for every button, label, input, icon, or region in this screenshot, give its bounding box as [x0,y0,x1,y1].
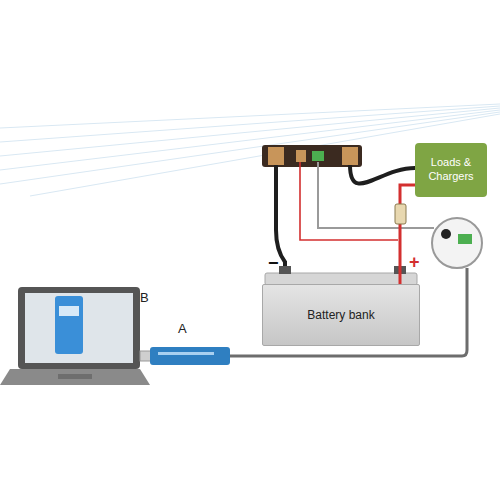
monitor-knob [441,229,451,239]
shunt-connector [312,151,324,161]
negative-cable [276,165,285,266]
positive-sign: + [409,253,420,271]
node-text: Loads & Chargers [420,156,482,184]
usb-interface [150,347,230,365]
load-negative-cable [350,165,415,184]
callout-letter: B [140,291,149,304]
interface-cable [230,268,467,356]
background-streaks [0,104,500,196]
battery-monitor [432,218,482,268]
negative-terminal [279,266,291,274]
monitor-connector [458,234,472,244]
shunt-terminal [342,147,358,165]
usb-interface-marking [158,352,214,355]
shunt-body [262,145,362,167]
node-text: Battery bank [307,308,374,323]
laptop-screen [18,287,140,369]
laptop-touchpad [58,374,92,379]
battery-box: Battery bank [262,284,420,346]
fuse [395,204,406,224]
shunt-terminal [268,147,284,165]
laptop-display [25,293,133,363]
laptop-base [0,369,150,385]
negative-sign: − [268,254,279,272]
app-icon [59,306,79,316]
callout-letter: A [178,322,187,335]
loads-box: Loads & Chargers [415,143,487,197]
shunt-sense [296,150,306,162]
app-window [55,296,83,354]
